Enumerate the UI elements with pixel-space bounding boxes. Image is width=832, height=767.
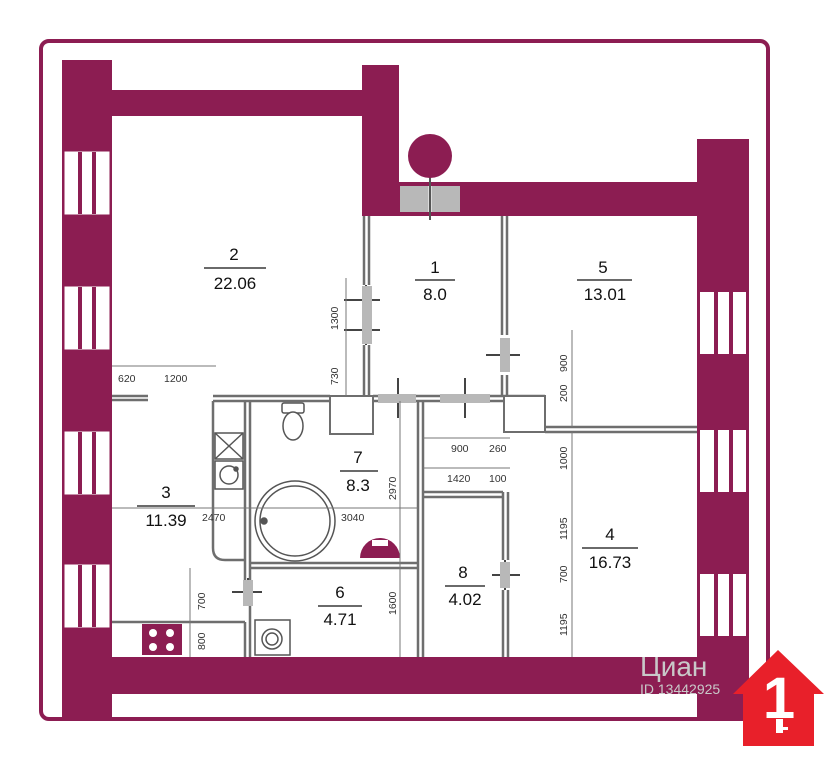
dim-label: 700 — [558, 565, 570, 583]
room-3-label: 3 11.39 — [137, 483, 195, 530]
bathtub-icon — [254, 480, 336, 562]
dim-label: 2970 — [387, 476, 399, 500]
dim-label: 200 — [558, 384, 570, 402]
dimension-lines — [112, 278, 573, 657]
dim-label: 620 — [118, 373, 136, 385]
washing-machine-icon — [254, 619, 291, 656]
dim-label: 1420 — [447, 473, 471, 485]
watermark-brand: Циан — [640, 651, 707, 682]
room-number: 3 — [161, 483, 170, 502]
key-icon — [776, 719, 788, 733]
dim-label: 730 — [329, 367, 341, 385]
room-number: 7 — [353, 448, 362, 467]
watermark: Циан ID 13442925 — [640, 651, 720, 697]
interior-partitions — [112, 216, 697, 657]
dim-label: 1300 — [329, 306, 341, 330]
washbasin-icon — [360, 538, 400, 558]
window-mullions-left — [78, 152, 96, 627]
dim-label: 900 — [451, 443, 469, 455]
watermark-id: ID 13442925 — [640, 681, 720, 697]
dim-label: 1600 — [387, 591, 399, 615]
room-area: 22.06 — [214, 274, 257, 293]
windows-left — [64, 151, 110, 628]
room-number: 6 — [335, 583, 344, 602]
stove-icon — [142, 624, 182, 655]
dim-label: 900 — [558, 354, 570, 372]
room-number: 2 — [229, 245, 238, 264]
room-area: 8.3 — [346, 476, 370, 495]
window-mullions-right — [714, 292, 733, 636]
room-1-label: 1 8.0 — [415, 258, 455, 304]
dim-label: 1195 — [558, 517, 570, 540]
corridor-blocks — [329, 395, 546, 435]
room-number: 4 — [605, 525, 614, 544]
room-5-label: 5 13.01 — [577, 258, 632, 304]
dimension-labels: 620 1200 1300 730 900 200 900 260 1420 1… — [118, 306, 570, 650]
room-7-label: 7 8.3 — [340, 448, 378, 495]
room-area: 11.39 — [145, 511, 186, 530]
room-6-label: 6 4.71 — [318, 583, 362, 629]
room-2-label: 2 22.06 — [204, 245, 266, 293]
brand-badge: 1 — [733, 650, 824, 746]
dim-label: 1200 — [164, 373, 188, 385]
toilet-icon — [281, 402, 305, 441]
room-number: 5 — [598, 258, 607, 277]
room-area: 4.71 — [323, 610, 356, 629]
dim-label: 1000 — [558, 446, 570, 470]
compass-icon — [408, 134, 452, 178]
fridge-icon — [214, 432, 244, 460]
room-area: 8.0 — [423, 285, 447, 304]
dim-label: 800 — [196, 632, 208, 650]
exterior-walls — [62, 60, 749, 717]
room-number: 8 — [458, 563, 467, 582]
dim-label: 3040 — [341, 512, 365, 524]
dim-label: 260 — [489, 443, 507, 455]
windows-right — [700, 292, 746, 636]
room-area: 13.01 — [584, 285, 627, 304]
room-8-label: 8 4.02 — [445, 563, 485, 609]
door-openings — [243, 286, 510, 606]
dim-label: 1195 — [558, 613, 570, 636]
plan-frame — [39, 39, 770, 721]
dim-label: 700 — [196, 592, 208, 610]
room-number: 1 — [430, 258, 439, 277]
room-area: 16.73 — [589, 553, 632, 572]
room-labels: 2 22.06 1 8.0 5 13.01 7 8.3 3 11.39 4 16… — [137, 245, 638, 629]
room-area: 4.02 — [448, 590, 481, 609]
sink-icon — [214, 460, 244, 490]
dim-label: 2470 — [202, 512, 226, 524]
room-4-label: 4 16.73 — [582, 525, 638, 572]
dim-label: 100 — [489, 473, 507, 485]
